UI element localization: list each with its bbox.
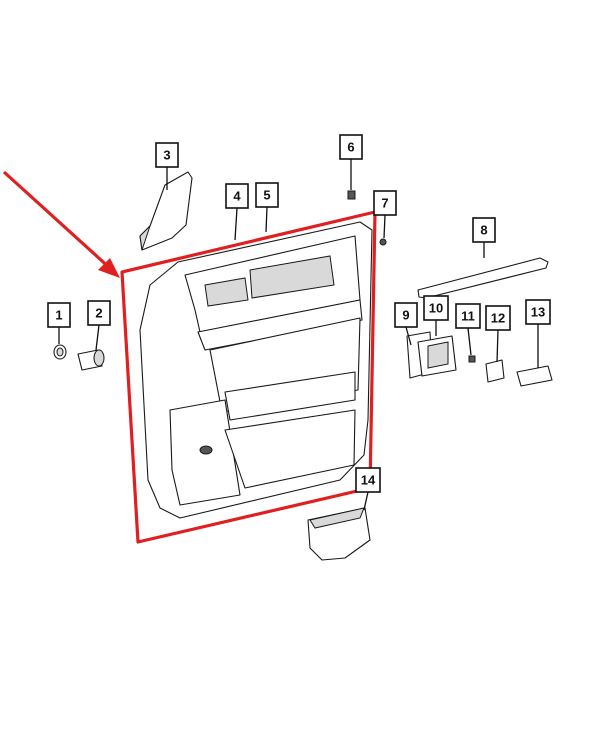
- callout-14: 14: [355, 467, 381, 493]
- callout-5: 5: [255, 182, 279, 208]
- part-13-switch: [516, 365, 553, 387]
- callout-5-label: 5: [263, 188, 270, 203]
- callout-7-label: 7: [381, 196, 388, 211]
- callout-4: 4: [225, 183, 249, 209]
- callout-4-label: 4: [233, 189, 241, 204]
- callout-6: 6: [339, 134, 363, 160]
- callout-1-label: 1: [55, 308, 62, 323]
- part-7-screw: [379, 238, 387, 246]
- highlight-arrow: [2, 170, 120, 278]
- part-11-fastener: [468, 355, 476, 363]
- callout-14-label: 14: [361, 473, 376, 488]
- callout-11-label: 11: [461, 309, 475, 324]
- callout-12: 12: [485, 305, 511, 331]
- callout-9: 9: [394, 302, 418, 328]
- part-2-cylinder: [77, 349, 105, 371]
- callout-2: 2: [87, 300, 111, 326]
- leader-lines: [58, 159, 539, 511]
- callout-10-label: 10: [429, 301, 443, 316]
- door-trim-panel: [139, 221, 373, 519]
- callout-3-label: 3: [163, 148, 170, 163]
- part-10-handle: [417, 335, 457, 377]
- callout-7: 7: [373, 190, 397, 216]
- part-8-strip: [417, 257, 549, 299]
- callout-8: 8: [472, 217, 496, 243]
- callout-6-label: 6: [347, 140, 354, 155]
- callout-13: 13: [525, 299, 551, 325]
- callout-13-label: 13: [531, 305, 545, 320]
- callout-12-label: 12: [491, 311, 505, 326]
- callout-3: 3: [155, 142, 179, 168]
- part-6-clip: [347, 190, 356, 200]
- part-3-trim: [139, 171, 193, 251]
- part-14-bin: [307, 507, 371, 561]
- callout-11: 11: [455, 303, 481, 329]
- callout-1: 1: [47, 302, 71, 328]
- callout-8-label: 8: [480, 223, 487, 238]
- callout-10: 10: [423, 295, 449, 321]
- callout-9-label: 9: [402, 308, 409, 323]
- part-1-plug: [53, 344, 67, 360]
- part-12-cap: [485, 359, 505, 383]
- callout-2-label: 2: [95, 306, 102, 321]
